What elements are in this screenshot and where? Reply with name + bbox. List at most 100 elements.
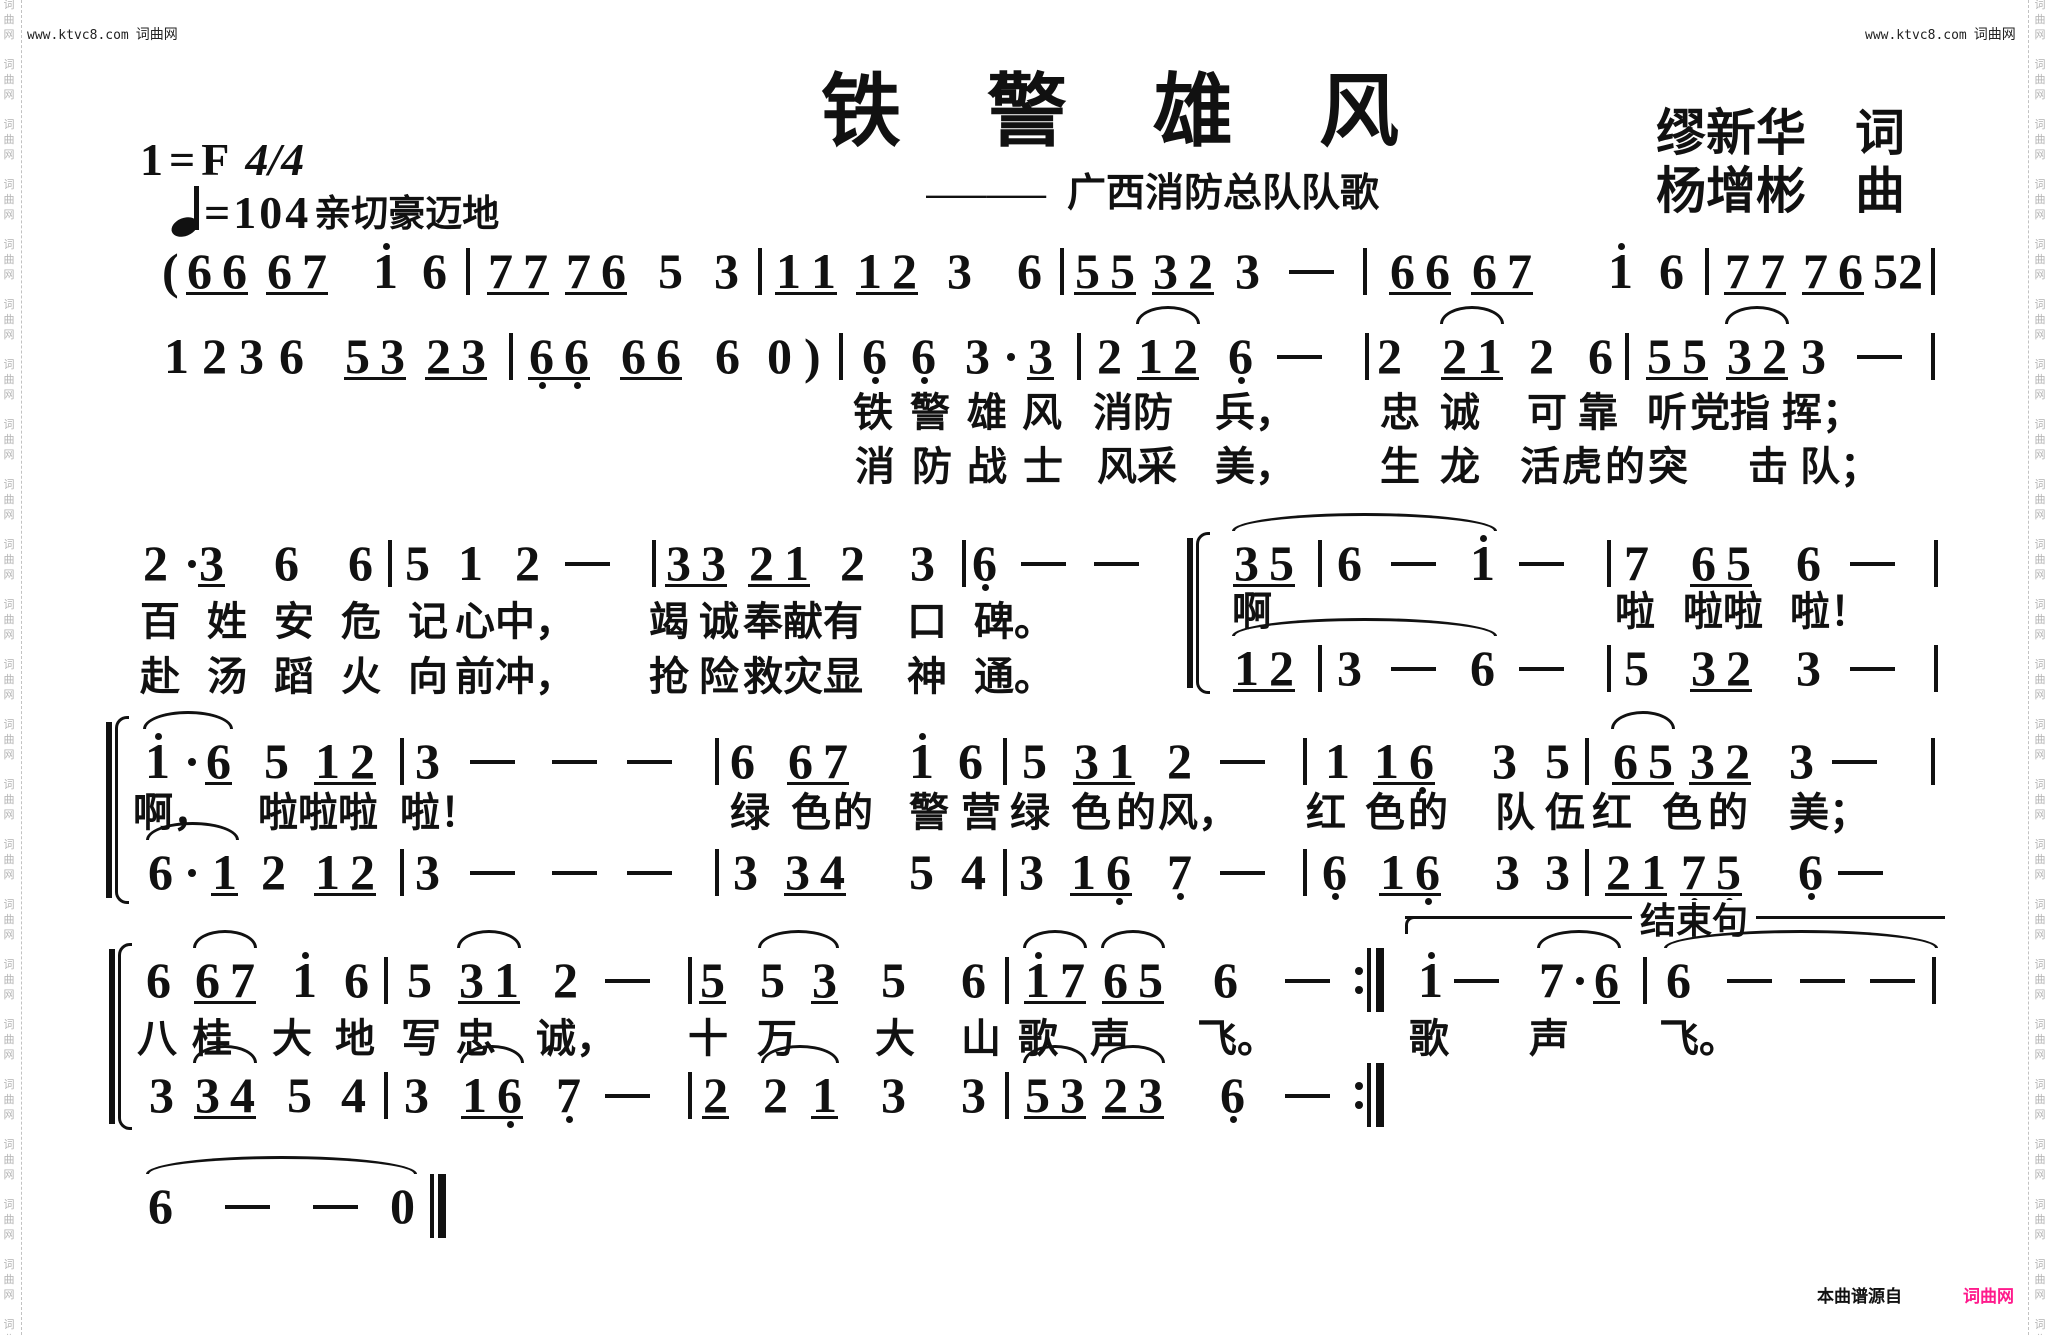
note-digit: 7 [1681, 842, 1706, 905]
note: 3 [1545, 842, 1570, 902]
note-digit: 2 [1762, 328, 1787, 384]
note-digit: 2 [749, 535, 774, 591]
note-digit: 6 [1472, 243, 1497, 299]
lyric-syllable: 诚 [699, 599, 739, 645]
note-digit: 5 [1716, 842, 1741, 905]
side-watermark-char: 网 [2034, 328, 2046, 341]
note-digit: 1 [1071, 844, 1096, 900]
coda-bracket-hook [1405, 916, 1417, 934]
note: 6 [1017, 241, 1042, 301]
side-watermark-text: 词曲网 [2033, 1257, 2047, 1302]
side-watermark-char: 曲 [2034, 793, 2046, 806]
note-digit: 6 [344, 952, 369, 1008]
side-watermark-char: 曲 [2034, 493, 2046, 506]
side-watermark-char: 曲 [3, 253, 15, 266]
lyric-syllable: 救 [743, 654, 783, 700]
side-watermark-char: 曲 [3, 193, 15, 206]
side-watermark-text: 词曲网 [2033, 897, 2047, 942]
augmentation-dot [1007, 353, 1015, 361]
beamed-note-group: 6 [205, 731, 232, 791]
barline [400, 738, 404, 785]
note: 3 [1019, 842, 1044, 902]
side-watermark-char: 网 [2034, 268, 2046, 281]
lyric-syllable: 消 [855, 444, 895, 490]
beamed-note-group: 3 [198, 533, 225, 593]
dash-extension [1289, 270, 1334, 274]
side-watermark-char: 网 [3, 88, 15, 101]
slur [1537, 930, 1621, 948]
note-digit: 6 [1691, 535, 1716, 591]
note-digit: 3 [1060, 1067, 1085, 1123]
side-watermark-char: 词 [3, 418, 15, 431]
side-watermark-char: 网 [3, 1228, 15, 1241]
slur [457, 930, 521, 948]
side-watermark-text: 词曲网 [2, 597, 16, 642]
barline [1303, 738, 1307, 785]
side-watermark-char: 网 [3, 868, 15, 881]
composer-name: 杨增彬 [1656, 162, 1806, 220]
lyric-syllable: 龙 [1440, 444, 1480, 490]
side-watermark-text: 词曲网 [2033, 1137, 2047, 1182]
side-watermark-char: 词 [3, 118, 15, 131]
side-watermark-char: 网 [3, 388, 15, 401]
beamed-note-group: 3 [1027, 326, 1054, 386]
barline [1625, 333, 1629, 380]
note-digit: 6 [1796, 535, 1821, 591]
note: 2 [515, 533, 540, 593]
note-digit: 6 [911, 328, 936, 384]
lyric-syllable: 听 [1647, 390, 1687, 436]
note-digit: 6 [1588, 328, 1613, 384]
note-digit: 6 [1425, 243, 1450, 299]
note-digit: 1 [857, 243, 882, 299]
tempo-marking: =104 亲切豪迈地 [168, 182, 499, 241]
low-octave-dot [565, 1116, 573, 1123]
note-digit: 2 [1898, 243, 1923, 299]
low-octave-dot [1424, 898, 1432, 905]
side-watermark-char: 词 [3, 598, 15, 611]
side-watermark-char: 曲 [3, 853, 15, 866]
side-watermark-char: 曲 [3, 973, 15, 986]
side-watermark-text: 词曲网 [2033, 657, 2047, 702]
note-digit: 2 [515, 535, 540, 591]
repeat-end-barline [1355, 948, 1387, 1012]
side-watermark-char: 词 [3, 0, 15, 11]
note: 6 [1228, 326, 1253, 386]
note: 6 [1798, 842, 1823, 902]
lyric-syllable: 奉 [743, 599, 783, 645]
side-watermark-char: 网 [2034, 1168, 2046, 1181]
beamed-note-group: 3 [811, 950, 838, 1010]
lyric-syllable: 铁 [853, 390, 893, 436]
note-digit: 3 [965, 328, 990, 384]
side-watermark-char: 网 [3, 568, 15, 581]
note: 5 [407, 950, 432, 1010]
side-watermark-char: 曲 [3, 493, 15, 506]
lyric-syllable: 碑。 [974, 599, 1054, 645]
high-octave-dot [918, 733, 926, 740]
side-watermark-text: 词曲网 [2033, 417, 2047, 462]
right-side-watermark: 词曲网词曲网词曲网词曲网词曲网词曲网词曲网词曲网词曲网词曲网词曲网词曲网词曲网词… [2033, 0, 2047, 1335]
note-digit: 4 [341, 1067, 366, 1123]
side-watermark-char: 词 [2034, 1198, 2046, 1211]
side-watermark-char: 网 [2034, 988, 2046, 1001]
note: 5 [264, 731, 289, 791]
lyric-syllable: 有 [823, 599, 863, 645]
thin-bar [430, 1174, 434, 1238]
note: 3 [961, 1065, 986, 1125]
side-watermark-char: 曲 [2033, 1332, 2047, 1335]
side-watermark-char: 网 [3, 808, 15, 821]
note-digit: 2 [1442, 328, 1467, 384]
side-watermark-char: 词 [2034, 178, 2046, 191]
side-watermark-text: 词曲网 [2, 477, 16, 522]
dash-extension [1277, 355, 1322, 359]
repeat-end-barline [1355, 1063, 1387, 1127]
note-stem [194, 186, 199, 230]
side-watermark-char: 曲 [3, 673, 15, 686]
barline [1003, 738, 1007, 785]
note-digit: 1 [315, 844, 340, 900]
dash-extension [470, 760, 515, 764]
